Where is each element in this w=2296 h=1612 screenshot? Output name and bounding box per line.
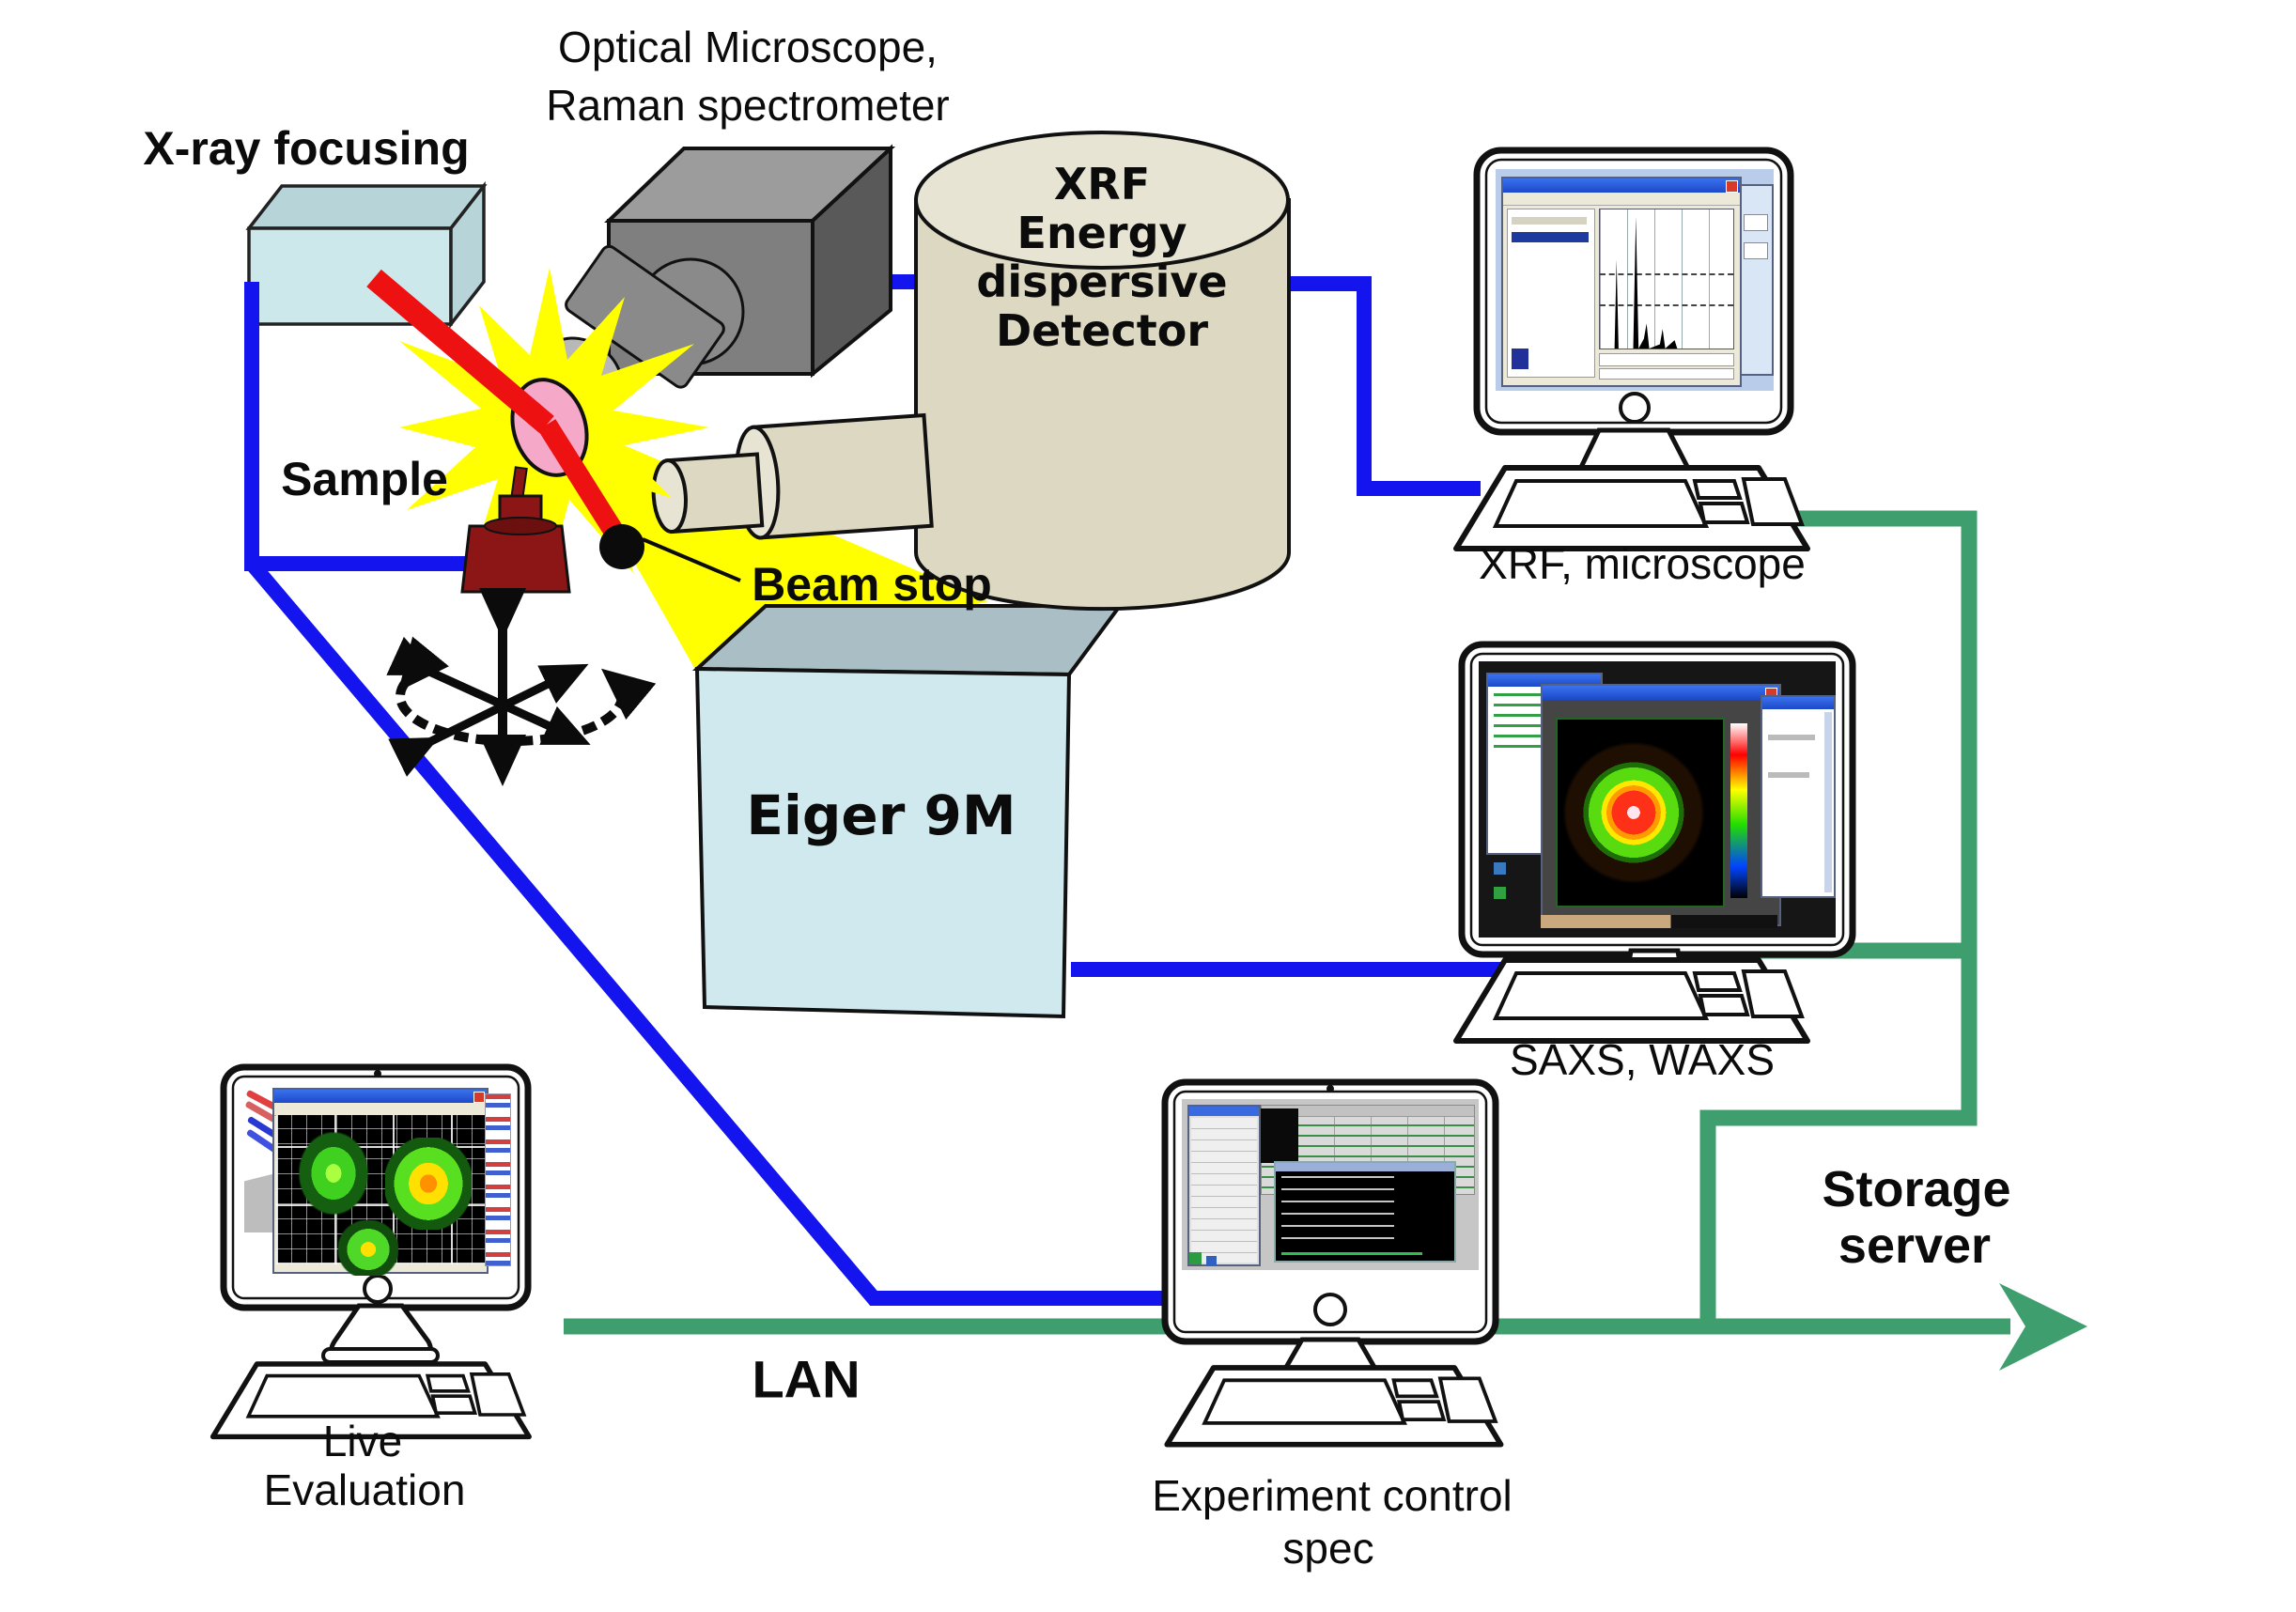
- saxs-diffraction-image: [1556, 718, 1725, 907]
- xrf-pc-keyboard: [1456, 468, 1807, 549]
- detector-label-line4: Detector: [995, 305, 1209, 356]
- terminal-window: [1274, 1161, 1456, 1263]
- monitor-logo: [363, 1274, 393, 1304]
- optical-microscope-label-line2: Raman spectrometer: [546, 81, 950, 130]
- xray-beam: [366, 269, 625, 539]
- live-eval-label-line1: Live: [322, 1417, 403, 1465]
- xray-focusing-label: X-ray focusing: [143, 122, 470, 175]
- diffraction-window: [1541, 684, 1781, 926]
- heatmap-canvas: [276, 1115, 485, 1276]
- link-xrf-pc-to-storage: [1699, 510, 1978, 1332]
- sample-axes-icon: [386, 588, 657, 787]
- instrument-links: [244, 274, 1588, 1306]
- experiment-label-line1: Experiment control: [1152, 1471, 1513, 1520]
- beam-stop-label: Beam stop: [752, 558, 992, 611]
- storage-server-label-line2: server: [1838, 1217, 1992, 1274]
- detector-label-line3: dispersive: [976, 256, 1228, 307]
- xrf-workstation-label: XRF, microscope: [1479, 539, 1806, 588]
- xray-focusing-optic: [245, 180, 488, 330]
- eiger-label: Eiger 9M: [746, 783, 1016, 847]
- detector-label-line1: XRF: [1053, 159, 1151, 209]
- storage-arrowhead: [1999, 1283, 2087, 1371]
- beam-stop-dot: [599, 524, 644, 569]
- optical-microscope-label-line1: Optical Microscope,: [558, 23, 938, 71]
- saxs-pc-keyboard: [1456, 960, 1807, 1041]
- heatmap-window: [272, 1088, 489, 1276]
- sample-holder: [460, 466, 571, 594]
- live-eval-label-line2: Evaluation: [263, 1465, 466, 1514]
- sample-label: Sample: [281, 453, 448, 505]
- link-to-experiment-control: [245, 558, 1231, 1306]
- monitor-logo: [1313, 1293, 1347, 1326]
- saxs-software-screen: [1479, 661, 1836, 938]
- detector-snout: [651, 412, 934, 540]
- scan-list-panel: [1507, 209, 1595, 378]
- camera-thumbnail: [1261, 1108, 1298, 1163]
- experiment-label-line2: spec: [1282, 1524, 1374, 1573]
- side-window: [1761, 695, 1836, 898]
- side-window: [1738, 184, 1774, 376]
- storage-server-label-line1: Storage: [1822, 1161, 2011, 1217]
- taskbar: [1541, 915, 1777, 928]
- saxs-workstation-label: SAXS, WAXS: [1509, 1035, 1776, 1084]
- xrf-spectrum-plot: [1599, 209, 1734, 349]
- tool-palette: [485, 1093, 511, 1266]
- detector-label-line2: Energy: [1016, 208, 1187, 258]
- lan-label: LAN: [752, 1349, 861, 1409]
- spectrum-window: [1501, 177, 1742, 387]
- xrf-software-screen: [1496, 169, 1774, 391]
- beam-stop-pointer: [642, 537, 741, 582]
- experiment-control-screen: [1182, 1099, 1479, 1270]
- xrf-detector-cylinder: [914, 131, 1291, 612]
- monitor-logo: [1619, 392, 1651, 424]
- menu-panel: [1187, 1105, 1261, 1266]
- experiment-pc-keyboard: [1167, 1368, 1500, 1445]
- intensity-colorbar: [1730, 723, 1747, 898]
- live-eval-screen: [240, 1084, 511, 1276]
- link-detector-to-xrf-pc: [1285, 276, 1481, 496]
